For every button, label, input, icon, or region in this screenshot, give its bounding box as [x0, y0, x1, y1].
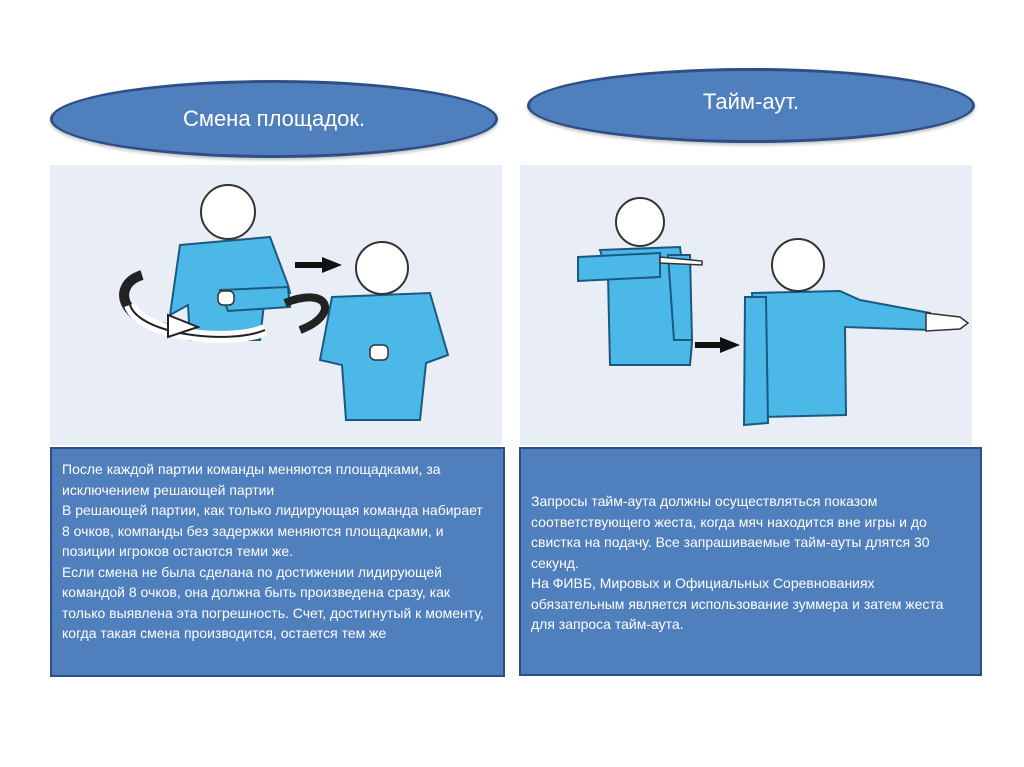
direction-arrow-head: [322, 257, 342, 273]
paragraph: На ФИВБ, Мировых и Официальных Соревнова…: [531, 575, 944, 632]
illustration-timeout: [520, 165, 972, 445]
direction-arrow-head-2: [720, 337, 740, 353]
paragraph: Запросы тайм-аута должны осуществляться …: [531, 493, 930, 571]
timeout-gesture-graphic: [577, 197, 970, 427]
referee-4-down-arm: [742, 296, 770, 427]
referee-2-head: [355, 241, 409, 295]
referee-3-vertical-arm: [666, 254, 694, 341]
title-court-change: Смена площадок.: [182, 106, 366, 131]
text-panel-timeout: Запросы тайм-аута должны осуществляться …: [519, 447, 982, 676]
title-oval-timeout: Тайм-аут.: [527, 68, 975, 143]
paragraph: После каждой партии команды меняются пло…: [62, 461, 441, 498]
rotation-arrow-side: [283, 293, 329, 334]
court-change-gesture-graphic: [119, 184, 450, 421]
text-panel-court-change: После каждой партии команды меняются пло…: [50, 447, 505, 677]
referee-4-shirt: [750, 289, 931, 419]
referee-4-head: [771, 238, 825, 292]
title-oval-court-change: Смена площадок.: [50, 80, 498, 158]
rotation-arrow-outline: [129, 304, 266, 338]
illustration-court-change: [50, 165, 502, 445]
paragraph: Если смена не была сделана по достижении…: [62, 563, 484, 642]
rotation-arrow-head-right: [167, 313, 201, 339]
referee-1-fist: [217, 290, 235, 306]
referee-3-head: [615, 197, 665, 247]
title-timeout: Тайм-аут.: [702, 88, 800, 114]
paragraph: В решающей партии, как только лидирующая…: [62, 502, 483, 559]
referee-3-hand-t: [659, 256, 703, 266]
referee-3-horizontal-arm: [577, 251, 661, 283]
referee-4-open-hand: [925, 312, 970, 332]
referee-1-head: [200, 184, 256, 240]
referee-1-shirt: [168, 235, 292, 341]
referee-2-fist: [369, 344, 389, 361]
